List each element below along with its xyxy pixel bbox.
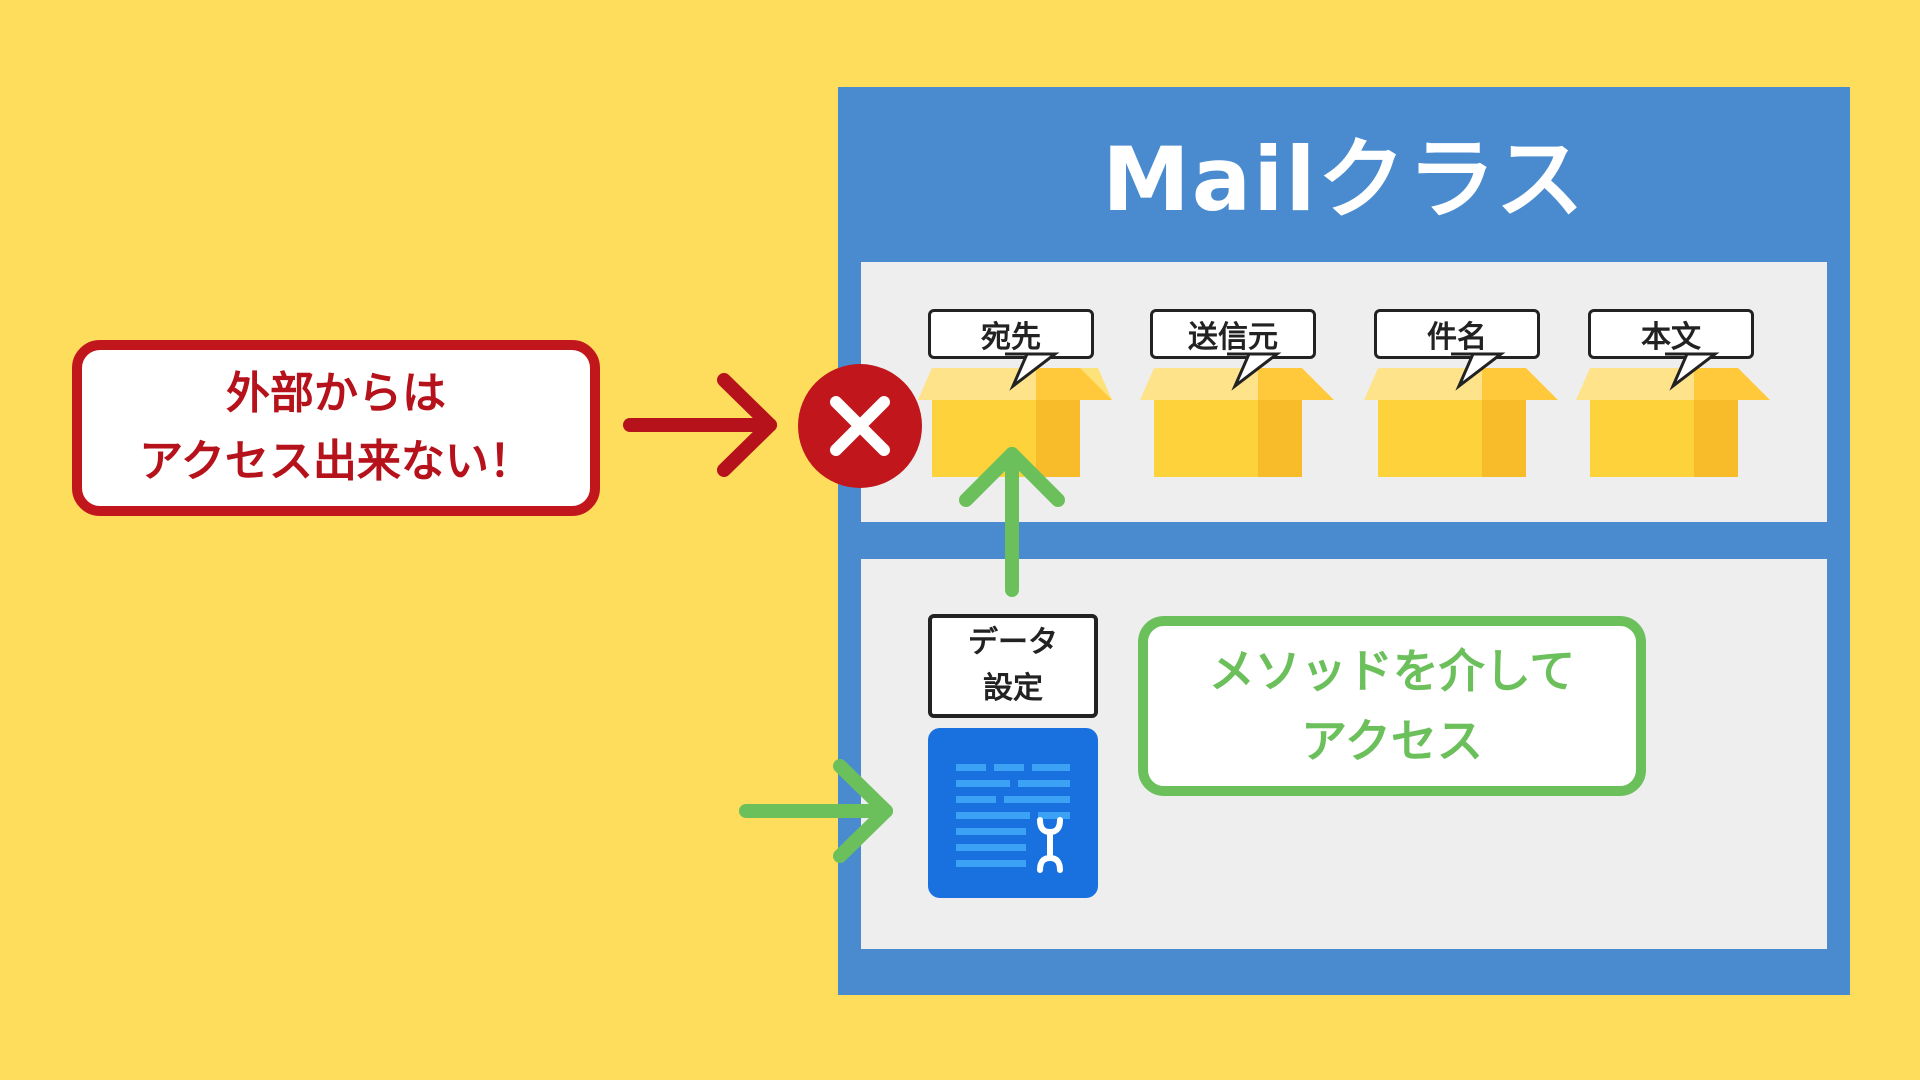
note-box: メソッドを介して アクセス <box>1138 616 1646 796</box>
field-box-icon <box>1364 360 1558 484</box>
callout-tail-icon <box>1005 352 1060 391</box>
cardboard-box-icon <box>1140 368 1334 477</box>
method-access-arrow-icon <box>959 447 1065 597</box>
warning-line-2: アクセス出来ない！ <box>139 436 533 487</box>
warning-box: 外部からは アクセス出来ない！ <box>72 340 600 516</box>
x-circle-icon <box>798 364 922 488</box>
field-label-recipient: 宛先 <box>928 309 1094 359</box>
field-box-icon <box>1140 360 1334 484</box>
cardboard-box-icon <box>1364 368 1558 477</box>
warning-line-1: 外部からは <box>226 368 446 419</box>
document-wrench-icon <box>928 728 1098 898</box>
note-line-1: メソッドを介して <box>1208 644 1576 698</box>
field-box-icon <box>1576 360 1770 484</box>
method-icon-graphic <box>956 764 1070 873</box>
callout-tail-icon <box>1665 352 1720 391</box>
field-label-sender: 送信元 <box>1150 309 1316 359</box>
external-call-arrow-icon <box>739 759 893 863</box>
field-label-body: 本文 <box>1588 309 1754 359</box>
cardboard-box-icon <box>1576 368 1770 477</box>
callout-tail-icon <box>1227 352 1282 391</box>
field-label-subject: 件名 <box>1374 309 1540 359</box>
method-label-line-2: 設定 <box>983 671 1043 706</box>
method-label-line-1: データ <box>968 625 1058 660</box>
blocked-arrow-icon <box>623 373 777 477</box>
callout-tail-icon <box>1451 352 1506 391</box>
class-title: Mailクラス <box>1102 128 1586 231</box>
method-label: データ 設定 <box>928 614 1098 718</box>
note-line-2: アクセス <box>1301 714 1483 768</box>
